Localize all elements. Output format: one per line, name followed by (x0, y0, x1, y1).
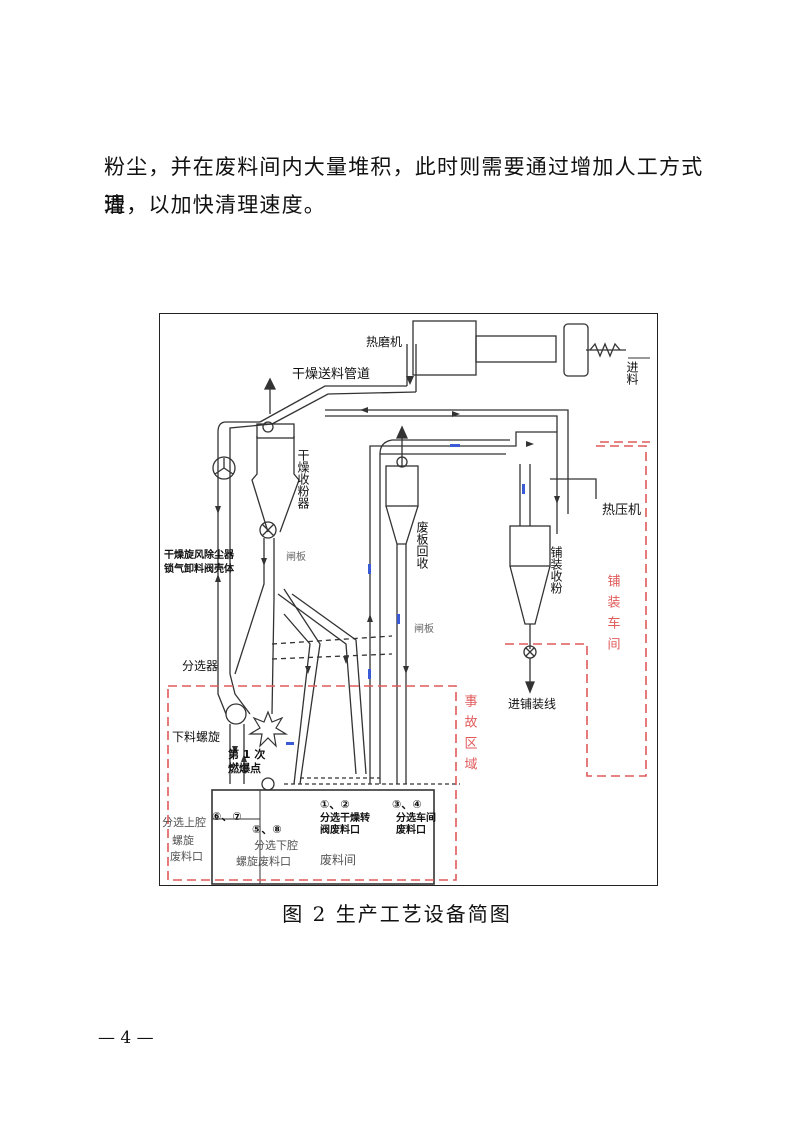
feeder-tube (475, 335, 557, 363)
label-sep-ws-2: 废料口 (396, 823, 426, 836)
label-lower-1: 分选下腔 (254, 838, 298, 852)
label-upper-1: 分选上腔 (162, 815, 206, 829)
label-cyclone-b: 锁气卸料阀壳体 (164, 562, 235, 575)
label-sep-dry-2: 阀废料口 (320, 823, 360, 836)
label-dry-collector: 干燥收粉器 (296, 449, 310, 510)
label-fire-1: 第 1 次 (228, 747, 265, 761)
label-hot-press: 热压机 (602, 503, 641, 518)
label-separator: 分选器 (182, 659, 218, 673)
label-sep-ws-1: 分选车间 (396, 811, 436, 824)
paragraph-line-1: 粉尘，并在废料间内大量堆积，此时则需要通过增加人工方式清 (104, 155, 704, 217)
process-diagram-svg: 热磨机 进料 干燥送料管道 干燥收粉器 干燥旋风除尘器 锁气卸料阀壳体 闸板 废… (162, 320, 650, 885)
label-paving-collect: 铺装收粉 (549, 546, 563, 594)
feeder-motor (563, 323, 589, 377)
label-waste-room: 废料间 (320, 852, 356, 867)
label-screw: 下料螺旋 (172, 730, 220, 744)
label-upper-2: 螺旋 (172, 833, 194, 847)
label-lower-2: 螺旋废料口 (236, 854, 291, 868)
page-number: — 4 — (98, 1028, 154, 1048)
label-hot-mill: 热磨机 (366, 335, 402, 349)
label-cyclone-a: 干燥旋风除尘器 (164, 548, 235, 561)
label-accident-area: 事故区域 (462, 694, 478, 778)
label-gate-2: 闸板 (414, 622, 434, 635)
label-n12: ①、② (320, 798, 350, 811)
paragraph-line-2: 理，以加快清理速度。 (104, 193, 326, 217)
label-dry-pipe: 干燥送料管道 (292, 367, 370, 382)
figure-caption: 图 2 生产工艺设备简图 (282, 902, 512, 926)
label-upper-3: 废料口 (170, 849, 203, 863)
fan-icon (212, 456, 236, 480)
label-feed: 进料 (625, 361, 639, 385)
waste-room-box (211, 789, 435, 885)
label-fire-2: 燃爆点 (227, 761, 261, 775)
label-gate-1: 闸板 (286, 550, 306, 563)
process-diagram: 热磨机 进料 干燥送料管道 干燥收粉器 干燥旋风除尘器 锁气卸料阀壳体 闸板 废… (159, 313, 658, 886)
label-sep-dry-1: 分选干燥转 (320, 811, 370, 824)
rotary-valve-icon (259, 521, 277, 539)
label-n58: ⑤、⑧ (252, 823, 282, 836)
hot-mill-box (412, 320, 477, 376)
label-paving-line: 进铺装线 (508, 697, 556, 711)
label-n34: ③、④ (392, 798, 422, 811)
label-n67: ⑥、⑦ (212, 810, 242, 823)
label-waste-recycle: 废板回收 (415, 520, 429, 570)
separator-icon (225, 703, 247, 725)
label-paving-workshop: 铺装车间 (605, 574, 621, 658)
